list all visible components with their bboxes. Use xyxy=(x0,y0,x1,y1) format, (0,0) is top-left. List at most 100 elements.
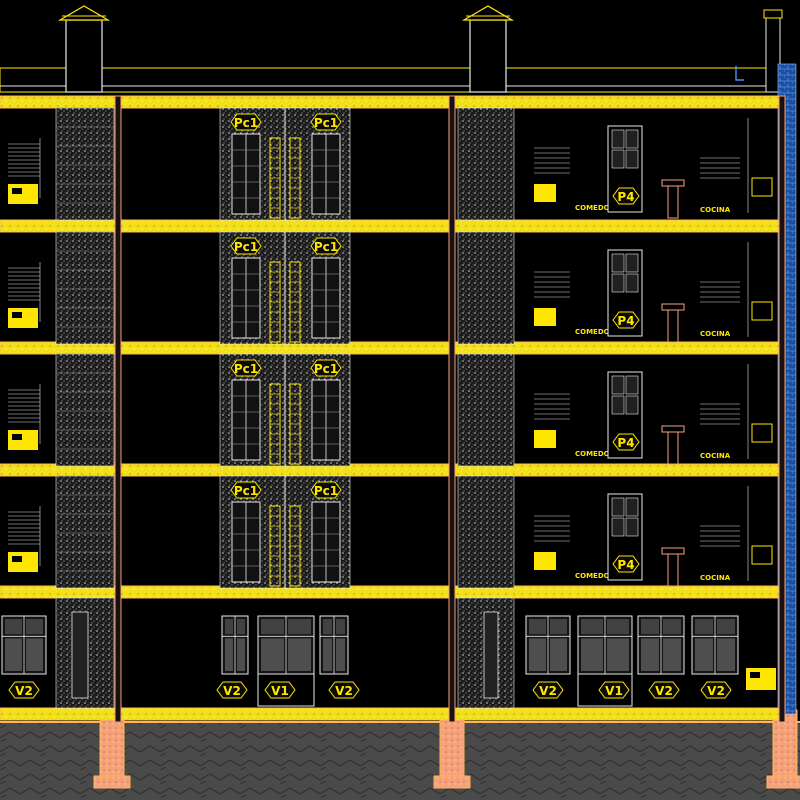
tag-pc1: Pc1 xyxy=(314,362,338,376)
tag-v2-frame xyxy=(8,681,40,699)
chimney-2 xyxy=(469,19,507,93)
tag-pc1-frame xyxy=(230,237,262,255)
appliance-left-detail xyxy=(12,312,22,318)
wall-panel-left xyxy=(55,231,115,345)
window-v2-a-pane xyxy=(26,619,43,635)
footing-base-1 xyxy=(93,775,131,789)
tag-v1: V1 xyxy=(271,684,289,698)
window-v2-b-pane xyxy=(225,638,233,671)
tag-v2: V2 xyxy=(15,684,33,698)
tag-pc1: Pc1 xyxy=(234,362,258,376)
ground-soil xyxy=(0,722,800,800)
window-v1-b-pane xyxy=(581,638,603,671)
room-label-comedor: COMEDOR xyxy=(575,572,616,580)
meter-box-detail xyxy=(750,672,760,678)
window-v2-c-pane xyxy=(323,619,332,635)
appliance-left-detail xyxy=(12,434,22,440)
appliance-right xyxy=(534,308,556,326)
tag-p4-frame xyxy=(612,555,640,573)
door-p4-pane xyxy=(611,149,625,169)
door-p4-pane xyxy=(625,517,639,537)
window-v2-d-pane xyxy=(550,638,567,671)
appliance-left-detail xyxy=(12,188,22,194)
tag-p4-frame xyxy=(612,433,640,451)
sink-unit xyxy=(751,177,773,197)
tag-pc1: Pc1 xyxy=(234,116,258,130)
tag-pc1: Pc1 xyxy=(234,240,258,254)
narrow-window-right xyxy=(483,611,499,699)
column-3 xyxy=(778,95,786,723)
wall-panel-left xyxy=(55,475,115,589)
tag-v1: V1 xyxy=(605,684,623,698)
tag-v1-frame xyxy=(598,681,630,699)
window-v2-a-pane xyxy=(26,638,43,671)
tag-pc1-frame xyxy=(230,359,262,377)
room-label-cocina: COCINA xyxy=(700,574,731,582)
footing-base-3 xyxy=(766,775,800,789)
window-v2-f-pane xyxy=(717,638,735,671)
column-1 xyxy=(114,95,122,723)
meter-box xyxy=(746,668,776,690)
window-v1-b-pane xyxy=(581,619,603,635)
chimney-cap-1 xyxy=(57,5,111,21)
door-p4-pane xyxy=(625,149,639,169)
ground-layer xyxy=(0,709,800,800)
door-p4-pane xyxy=(625,129,639,149)
tag-pc1-frame xyxy=(310,237,342,255)
sink-unit xyxy=(751,423,773,443)
appliance-left-detail xyxy=(12,556,22,562)
door-p4-pane xyxy=(611,395,625,415)
counter-leg xyxy=(667,309,679,343)
tag-p4: P4 xyxy=(617,190,634,204)
wall-panel-right xyxy=(457,231,515,345)
tag-pc1-frame xyxy=(230,113,262,131)
appliance-right xyxy=(534,184,556,202)
tag-pc1: Pc1 xyxy=(234,484,258,498)
room-label-cocina: COCINA xyxy=(700,452,731,460)
tag-pc1-frame xyxy=(230,481,262,499)
chimney-1 xyxy=(65,19,103,93)
tag-v2-frame xyxy=(532,681,564,699)
window-v2-b-pane xyxy=(225,619,233,635)
footing-base-2 xyxy=(433,775,471,789)
tag-v2: V2 xyxy=(335,684,353,698)
window-v2-a-pane xyxy=(5,619,22,635)
room-label-cocina: COCINA xyxy=(700,330,731,338)
tag-v2-frame xyxy=(700,681,732,699)
tag-p4: P4 xyxy=(617,558,634,572)
door-p4-pane xyxy=(611,129,625,149)
narrow-window-left xyxy=(71,611,89,699)
tag-v2-frame xyxy=(328,681,360,699)
room-label-comedor: COMEDOR xyxy=(575,450,616,458)
chimney-cap-2 xyxy=(461,5,515,21)
appliance-right xyxy=(534,430,556,448)
window-v2-f-pane xyxy=(717,619,735,635)
wall-panel-right xyxy=(457,107,515,221)
window-v2-a-pane xyxy=(5,638,22,671)
structure-layer xyxy=(0,5,797,723)
tag-v2: V2 xyxy=(655,684,673,698)
window-v2-d-pane xyxy=(550,619,567,635)
window-v2-b-pane xyxy=(237,619,245,635)
counter-top xyxy=(661,179,685,187)
window-v1-a-pane xyxy=(261,619,284,635)
tag-pc1-frame xyxy=(310,359,342,377)
window-v2-c-pane xyxy=(323,638,332,671)
counter-leg xyxy=(667,185,679,219)
window-v1-a-pane xyxy=(261,638,284,671)
window-v2-c-pane xyxy=(336,619,345,635)
tag-pc1: Pc1 xyxy=(314,240,338,254)
window-v2-e-pane xyxy=(641,638,659,671)
vent-cap xyxy=(763,9,783,19)
window-v1-a-pane xyxy=(288,638,311,671)
tag-p4: P4 xyxy=(617,314,634,328)
door-v1-b xyxy=(577,615,633,707)
tag-v2-frame xyxy=(216,681,248,699)
window-v2-e-pane xyxy=(641,619,659,635)
tag-p4-frame xyxy=(612,311,640,329)
sink-unit xyxy=(751,545,773,565)
